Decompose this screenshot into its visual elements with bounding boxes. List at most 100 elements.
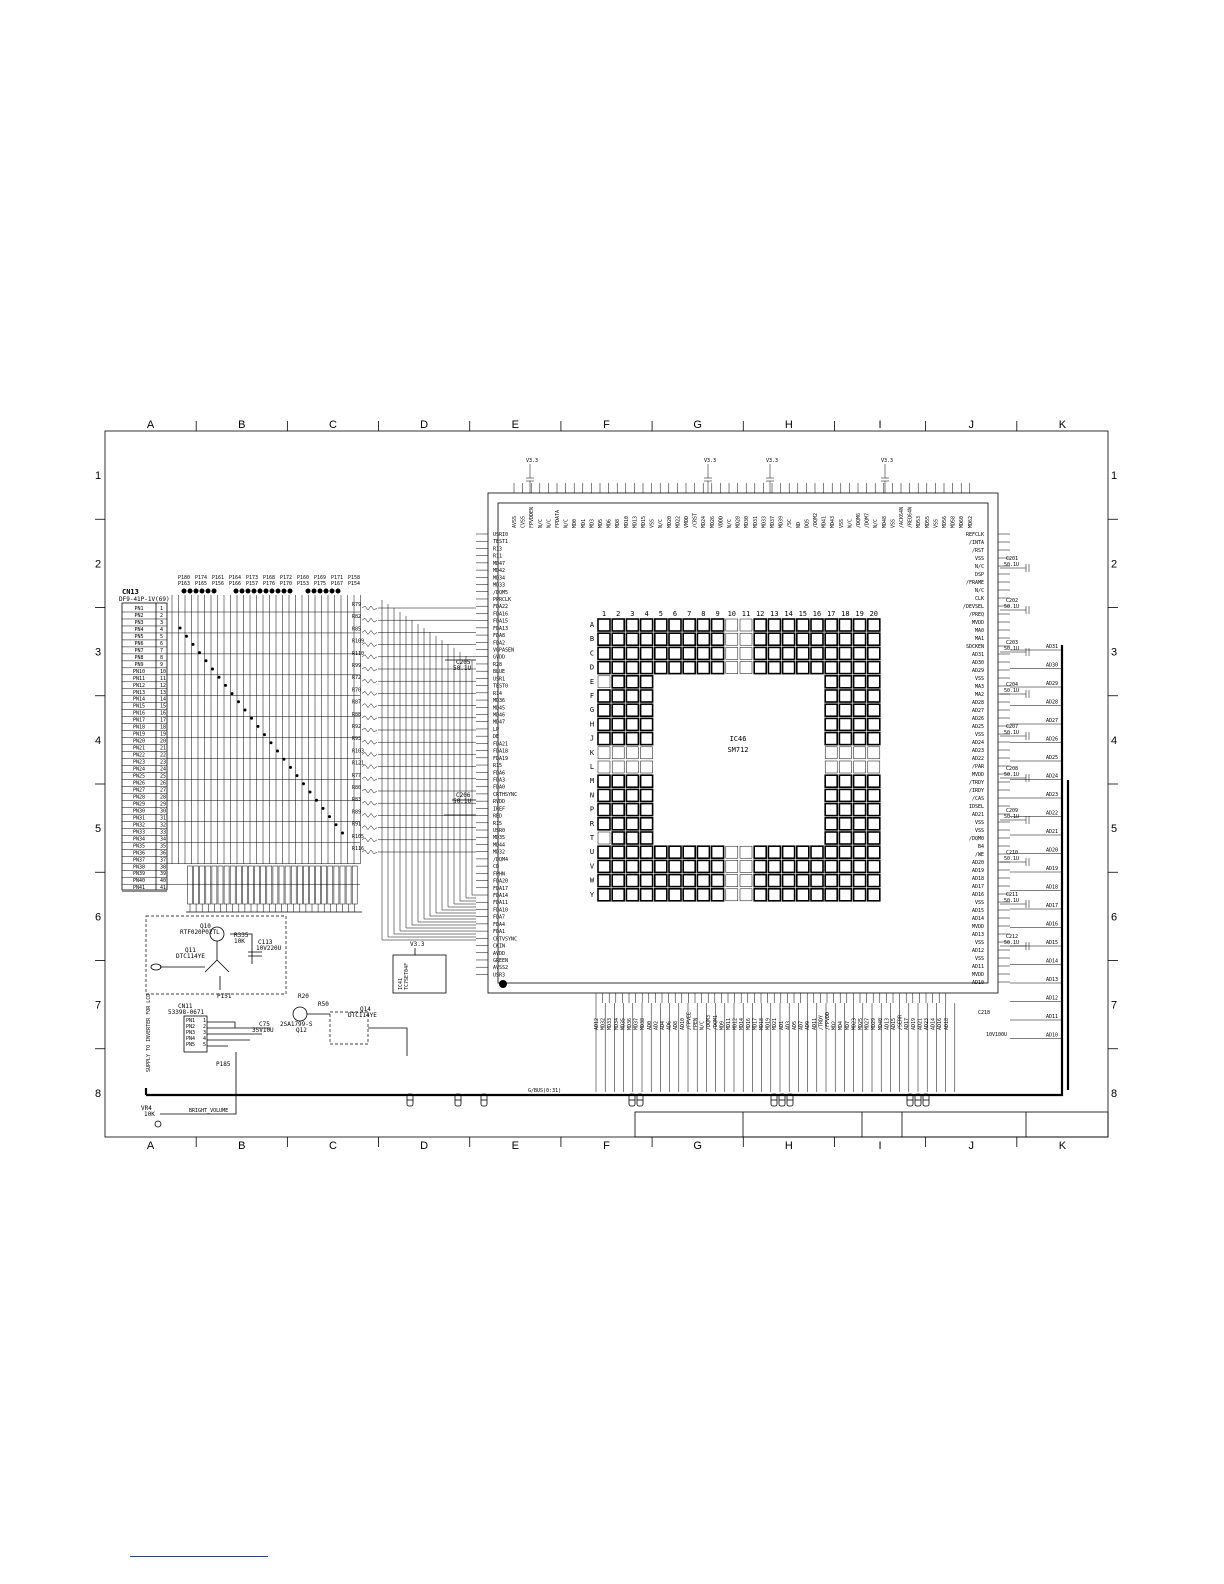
ball-W11 bbox=[739, 874, 753, 887]
left-pin-label: R28 bbox=[493, 662, 502, 668]
c207-ref: C207 bbox=[1006, 724, 1018, 730]
ball-G19 bbox=[852, 703, 867, 718]
ball-U12 bbox=[753, 845, 768, 860]
series-resistor-R92: R92 bbox=[352, 724, 361, 730]
ball-U16 bbox=[810, 845, 824, 860]
ball-A5 bbox=[653, 618, 668, 632]
connector-bus-lines bbox=[167, 595, 361, 885]
right-net-AD19: AD19 bbox=[1046, 866, 1058, 872]
ball-B20 bbox=[866, 632, 881, 647]
left-pin-label: FDA16 bbox=[493, 611, 508, 617]
top-pin-label: MD15 bbox=[641, 516, 647, 528]
bottom-pin-label: AD13 bbox=[884, 1018, 890, 1030]
test-point-label: P175 bbox=[314, 581, 326, 587]
right-net-AD30: AD30 bbox=[1046, 663, 1058, 669]
ball-C18 bbox=[838, 646, 853, 661]
capacitor-symbol bbox=[1000, 648, 1030, 656]
ball-H4 bbox=[639, 717, 654, 732]
ball-V12 bbox=[753, 859, 768, 874]
grid-row-W: W bbox=[590, 877, 595, 885]
bank-capacitor bbox=[266, 865, 273, 905]
top-pin-label: MD1 bbox=[581, 519, 587, 528]
left-pin-label: FDA21 bbox=[493, 741, 508, 747]
ball-G2 bbox=[611, 703, 626, 718]
left-pin-label: R13 bbox=[493, 546, 502, 552]
right-pin-label: VSS bbox=[975, 940, 984, 946]
zone-col-bottom-G: G bbox=[693, 1140, 702, 1152]
bank-capacitor bbox=[260, 865, 266, 905]
q12-part: 2SA1799-S bbox=[280, 1021, 313, 1028]
right-pin-label: MVDD bbox=[972, 620, 984, 626]
ball-A19 bbox=[852, 618, 867, 632]
ball-D5 bbox=[653, 660, 668, 675]
c201-ref: C201 bbox=[1006, 556, 1018, 562]
bottom-pin-label: AD8 bbox=[673, 1021, 679, 1030]
left-pin-label: MD47 bbox=[493, 561, 505, 567]
ball-A12 bbox=[753, 618, 768, 632]
left-pin-label: FDA19 bbox=[493, 756, 508, 762]
test-point bbox=[193, 588, 199, 594]
cn13-pin-6: PN6 bbox=[134, 641, 143, 647]
grid-row-C: C bbox=[590, 649, 594, 657]
test-point bbox=[239, 588, 245, 594]
ball-J1 bbox=[597, 731, 611, 746]
left-pin-label: DE bbox=[493, 734, 499, 740]
ball-A4 bbox=[639, 618, 654, 632]
ball-M3 bbox=[625, 774, 640, 789]
cn13-pin-13: PN13 bbox=[133, 690, 145, 696]
test-point bbox=[305, 588, 311, 594]
zone-row-right-4: 4 bbox=[1111, 735, 1117, 747]
ball-A7 bbox=[682, 618, 697, 632]
junction-dot bbox=[224, 683, 227, 687]
top-pin-label: MD13 bbox=[632, 516, 638, 528]
bank-capacitor bbox=[284, 865, 291, 905]
cn13-pin-number: 14 bbox=[160, 697, 166, 703]
right-pin-label: /WE bbox=[975, 852, 984, 858]
right-pin-label: AD11 bbox=[972, 964, 984, 970]
top-pin-label: /SC bbox=[787, 519, 793, 528]
ball-M2 bbox=[611, 774, 626, 789]
bank-capacitor bbox=[339, 865, 346, 905]
zone-ticks bbox=[95, 421, 1118, 1147]
junction-dot bbox=[256, 724, 260, 728]
cn11-pin-5: PN5 bbox=[186, 1042, 195, 1048]
cn13-pin-number: 30 bbox=[160, 808, 166, 814]
zone-row-left-6: 6 bbox=[95, 911, 101, 923]
resistor-symbol bbox=[361, 654, 378, 660]
footer-link-underline[interactable] bbox=[130, 1556, 268, 1557]
ball-V5 bbox=[653, 859, 668, 874]
series-resistor-R91: R91 bbox=[352, 822, 361, 828]
c201-value: 50.1U bbox=[1004, 562, 1019, 568]
ball-M17 bbox=[824, 774, 839, 789]
right-pin-label: AD19 bbox=[972, 868, 984, 874]
ball-U15 bbox=[795, 845, 810, 860]
right-pin-label: VSS bbox=[975, 828, 984, 834]
left-pin-label: LP bbox=[493, 727, 499, 733]
ball-W9 bbox=[710, 873, 725, 888]
top-pin-label: MD0 bbox=[572, 519, 578, 528]
c212-value: 50.1U bbox=[1004, 940, 1019, 946]
cn13-pin-number: 12 bbox=[160, 683, 166, 689]
junction-dot bbox=[328, 815, 331, 819]
ball-U19 bbox=[852, 845, 867, 860]
cn13-pin-number: 31 bbox=[160, 815, 166, 821]
ball-F2 bbox=[611, 689, 626, 703]
top-pin-label: N/C bbox=[727, 519, 733, 528]
ball-D2 bbox=[611, 660, 626, 675]
ball-D8 bbox=[696, 660, 711, 675]
left-pin-label: /DQM4 bbox=[493, 857, 508, 863]
ball-V16 bbox=[810, 859, 824, 874]
left-pin-label: R11 bbox=[493, 554, 502, 560]
bottom-pin-label: /FPVDD bbox=[825, 1012, 831, 1030]
left-pin-label: MD47 bbox=[493, 720, 505, 726]
ball-B9 bbox=[710, 632, 725, 647]
bottom-pin-label: MD11 bbox=[726, 1018, 732, 1030]
grid-row-P: P bbox=[590, 806, 594, 814]
grid-row-Y: Y bbox=[590, 891, 595, 899]
zone-col-bottom-E: E bbox=[512, 1140, 519, 1152]
capacitor-symbol bbox=[1000, 816, 1030, 824]
ball-N4 bbox=[639, 788, 654, 803]
left-pin-label: FDA20 bbox=[493, 879, 508, 885]
bottom-pin-label: /TRDY bbox=[818, 1015, 824, 1030]
